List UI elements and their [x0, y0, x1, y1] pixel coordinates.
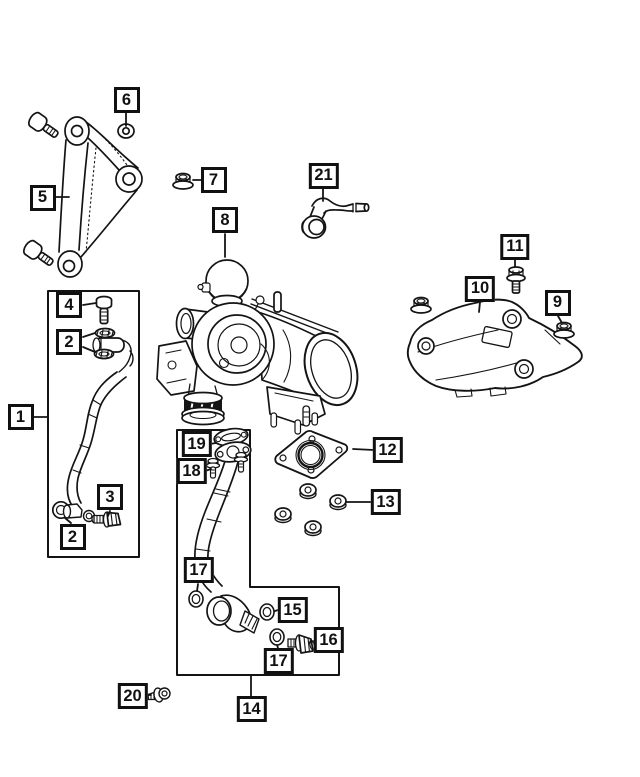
- callout-13[interactable]: 13: [370, 489, 401, 515]
- callout-20-label: 20: [123, 686, 142, 705]
- callout-11[interactable]: 11: [500, 233, 530, 260]
- group-box-item1: [47, 290, 140, 558]
- hose-end-fitting-drawing: [62, 503, 83, 519]
- callout-16[interactable]: 16: [313, 627, 344, 653]
- bolt16-drawing: [287, 634, 315, 654]
- nuts13-drawing: [274, 483, 347, 537]
- callout-5-label: 5: [37, 188, 48, 207]
- washer2-upper-drawing: [94, 327, 116, 339]
- callout-14[interactable]: 14: [236, 696, 267, 722]
- callout-7-label: 7: [208, 170, 219, 189]
- callout-15[interactable]: 15: [277, 597, 308, 623]
- callout-14-label: 14: [242, 699, 261, 718]
- screw20-drawing: [145, 687, 171, 703]
- callout-17-upper-label: 17: [189, 560, 208, 579]
- callout-3-label: 3: [105, 487, 115, 506]
- oring17-upper-drawing: [188, 590, 204, 608]
- callout-8[interactable]: 8: [212, 207, 238, 233]
- callout-10[interactable]: 10: [464, 275, 496, 302]
- callout-15-label: 15: [283, 600, 302, 619]
- callout-9[interactable]: 9: [544, 289, 571, 316]
- callout-20[interactable]: 20: [117, 683, 148, 709]
- callout-1[interactable]: 1: [7, 404, 34, 430]
- bolt4-drawing: [95, 295, 113, 325]
- callout-10-label: 10: [470, 279, 490, 298]
- oring15-drawing: [259, 603, 275, 621]
- bracket-bolt-lower-drawing: [22, 239, 54, 266]
- callout-18-label: 18: [182, 461, 201, 480]
- leader-lines: [33, 112, 563, 697]
- callout-17-lower-label: 17: [269, 651, 288, 670]
- shield-stud-nut-drawing: [410, 296, 432, 314]
- callout-2-lower[interactable]: 2: [59, 524, 86, 550]
- callout-17-upper[interactable]: 17: [183, 557, 214, 583]
- bolt18b-drawing: [233, 451, 249, 473]
- oring17-lower-drawing: [269, 628, 285, 646]
- callout-6[interactable]: 6: [113, 87, 140, 113]
- callout-4[interactable]: 4: [56, 292, 82, 318]
- callout-2-upper-label: 2: [64, 332, 74, 351]
- callout-12-label: 12: [378, 440, 397, 459]
- callout-1-label: 1: [15, 407, 26, 426]
- oil-line-hose-drawing: [66, 339, 134, 508]
- hose21-drawing: [301, 197, 370, 239]
- group-box-item14: [176, 429, 340, 676]
- callout-2-upper[interactable]: 2: [56, 329, 82, 355]
- callout-5[interactable]: 5: [29, 184, 56, 211]
- callout-12[interactable]: 12: [372, 437, 403, 463]
- callout-21-label: 21: [314, 166, 333, 185]
- callout-7[interactable]: 7: [200, 167, 227, 193]
- turbocharger-drawing: [156, 259, 359, 435]
- heat-shield-drawing: [406, 298, 583, 398]
- nut9-drawing: [553, 321, 575, 339]
- callout-13-label: 13: [376, 492, 395, 511]
- bolt3-drawing: [91, 511, 122, 528]
- callout-19[interactable]: 19: [181, 431, 212, 457]
- callout-6-label: 6: [121, 90, 132, 109]
- callout-8-label: 8: [220, 210, 230, 229]
- callout-17-lower[interactable]: 17: [263, 648, 294, 674]
- callout-18[interactable]: 18: [176, 458, 207, 484]
- callout-2-lower-label: 2: [67, 527, 78, 546]
- bracket-bolt-upper-drawing: [27, 111, 59, 138]
- callout-19-label: 19: [187, 434, 206, 453]
- callout-3[interactable]: 3: [97, 484, 123, 510]
- nut7-drawing: [172, 172, 194, 190]
- callout-9-label: 9: [552, 293, 563, 312]
- gasket12-drawing: [274, 429, 349, 479]
- washer2-upper2-drawing: [93, 348, 115, 360]
- banjo-fitting-drawing: [92, 337, 125, 353]
- gasket19-drawing: [213, 427, 249, 447]
- callout-4-label: 4: [64, 295, 74, 314]
- bracket-drawing: [57, 116, 143, 278]
- callout-21[interactable]: 21: [308, 162, 339, 189]
- callout-16-label: 16: [319, 630, 338, 649]
- bolt18a-drawing: [205, 457, 221, 479]
- bolt11-drawing: [506, 266, 526, 294]
- callout-11-label: 11: [506, 237, 524, 256]
